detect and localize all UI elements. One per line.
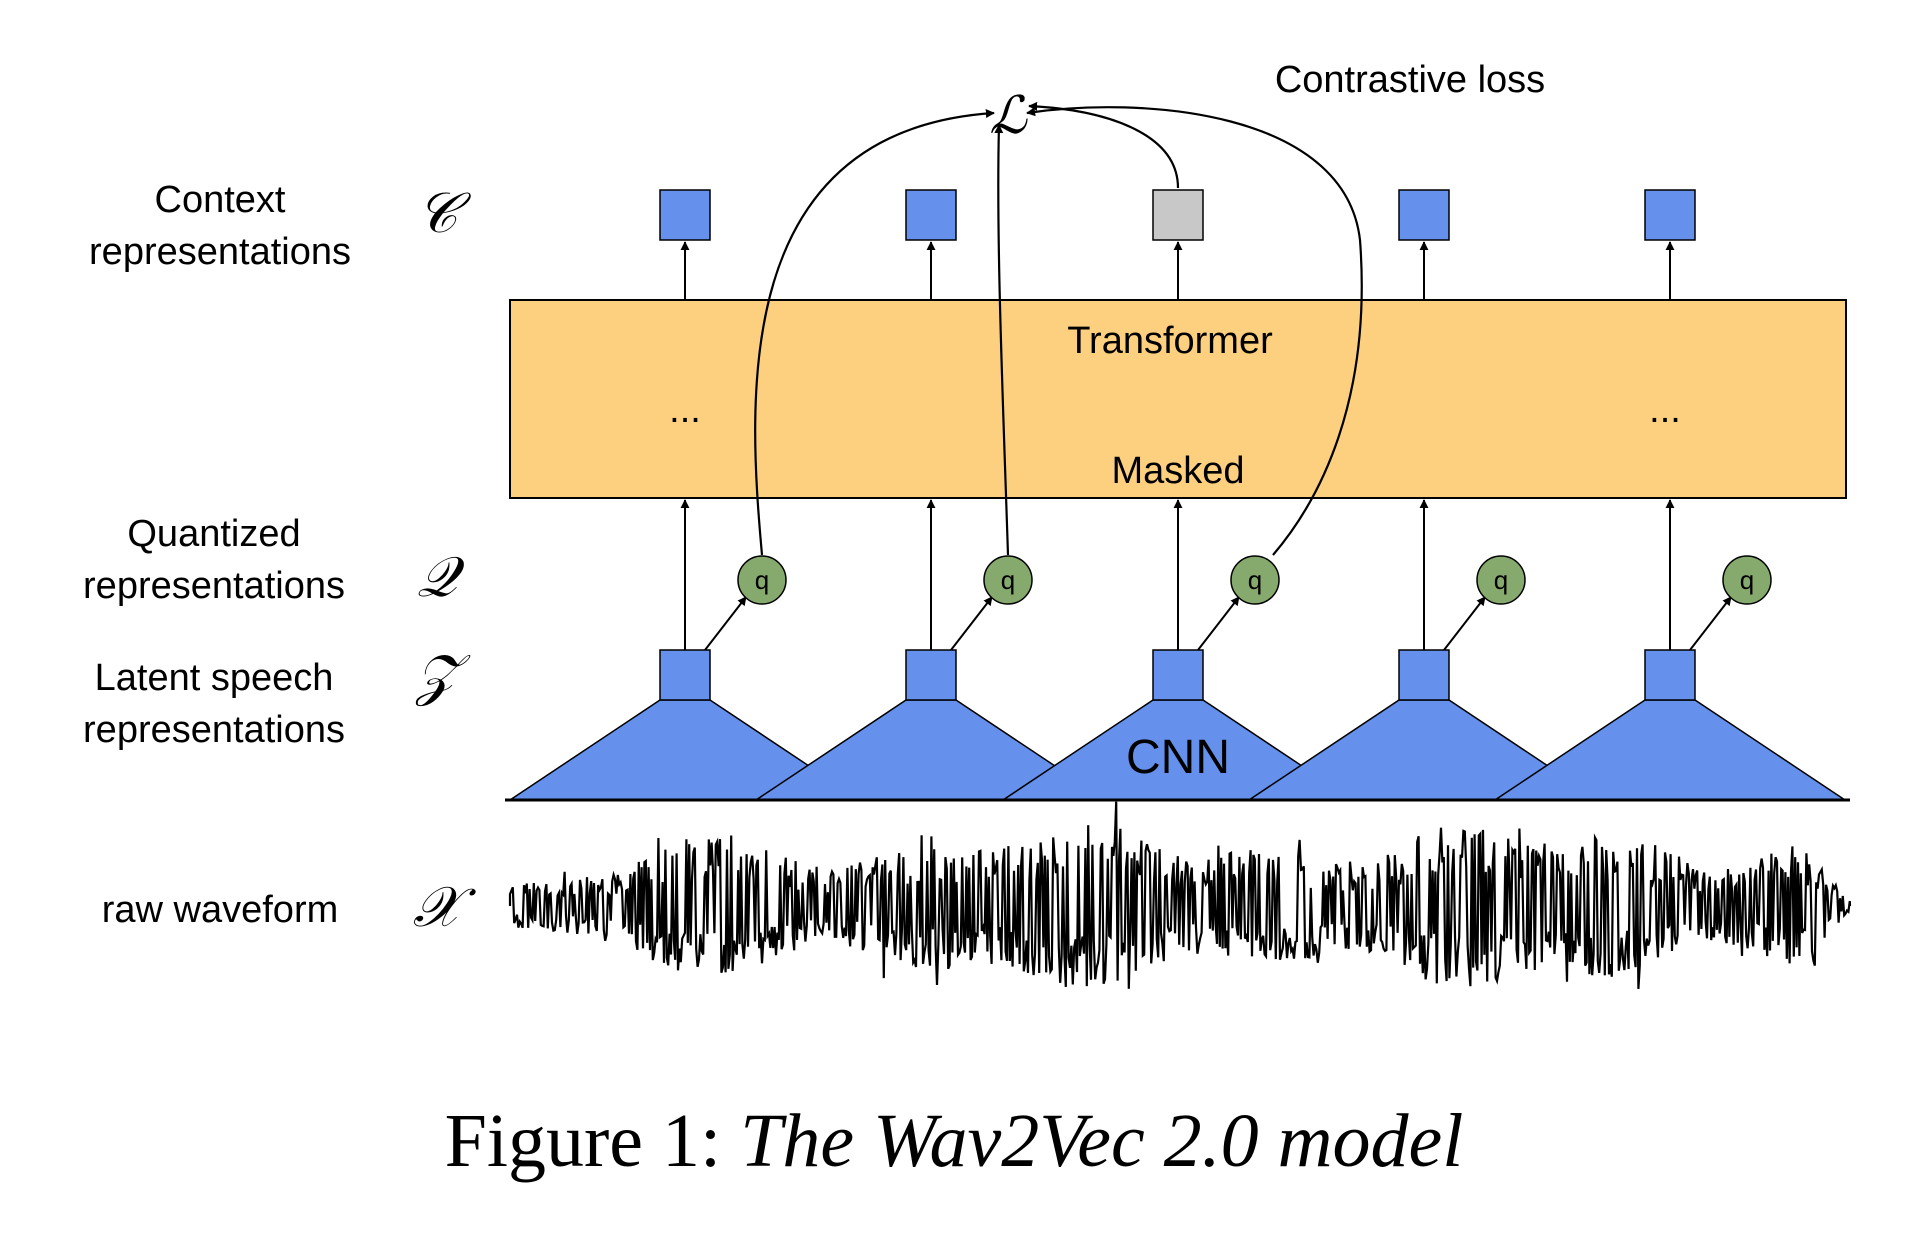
latent-to-q-arrow [1197,596,1240,651]
ellipsis-right: ... [1649,389,1681,431]
quantizer-label: q [1248,565,1262,595]
label-context-representations: Context representations [89,179,351,273]
quantizer-label: q [1740,565,1754,595]
latent-square [1152,649,1204,701]
contrastive-loss-label: Contrastive loss [1275,59,1545,101]
contrastive-connections [754,101,1363,556]
context-square [1644,189,1696,241]
label-context-line2: representations [89,231,351,273]
label-raw-waveform: raw waveform [102,889,339,931]
context-units [659,189,1696,300]
cnn-label: CNN [1126,731,1230,784]
latent-to-q-arrow [1443,596,1486,651]
label-quantized-representations: Quantized representations [83,513,345,607]
label-quantized-line2: representations [83,565,345,607]
quantizer-label: q [755,565,769,595]
context-square [1398,189,1450,241]
transformer-block [509,299,1847,499]
symbol-context: 𝒞 [417,181,472,246]
latent-square [905,649,957,701]
raw-waveform-signal [508,801,1852,989]
caption-prefix: Figure 1: [445,1099,741,1183]
figure-caption: Figure 1: The Wav2Vec 2.0 model [445,1099,1464,1183]
symbol-latent: 𝒵 [415,643,471,708]
context-square [905,189,957,241]
latent-to-q-arrow [1689,596,1732,651]
cnn-triangle [1492,699,1848,801]
context-square-masked [1152,189,1204,241]
symbol-loss: ℒ [989,86,1028,146]
symbol-raw: 𝒳 [413,875,477,940]
context-square [659,189,711,241]
quantizer-node [737,555,787,605]
quantizer-node [983,555,1033,605]
latent-to-q-arrow [704,596,747,651]
symbol-quantized: 𝒬 [417,545,465,610]
loss-curve-from-q4 [1026,106,1363,556]
label-latent-representations: Latent speech representations [83,657,345,751]
label-context-line1: Context [155,179,286,221]
latent-to-q-arrow [950,596,993,651]
transformer-label: Transformer [1067,320,1273,362]
label-quantized-line1: Quantized [127,513,300,555]
ellipsis-left: ... [669,389,701,431]
label-latent-line1: Latent speech [95,657,334,699]
masked-label: Masked [1111,450,1244,492]
latent-square [1398,649,1450,701]
quantizer-node [1476,555,1526,605]
loss-curve-from-q3 [994,124,1010,556]
quantizer-label: q [1001,565,1015,595]
latent-square [659,649,711,701]
loss-curve-from-q2 [754,109,995,556]
quantizer-node [1230,555,1280,605]
label-latent-line2: representations [83,709,345,751]
latent-square [1644,649,1696,701]
loss-curve-from-masked-context [1028,101,1180,189]
quantizer-node [1722,555,1772,605]
quantizer-label: q [1494,565,1508,595]
caption-title: The Wav2Vec 2.0 model [740,1099,1463,1183]
